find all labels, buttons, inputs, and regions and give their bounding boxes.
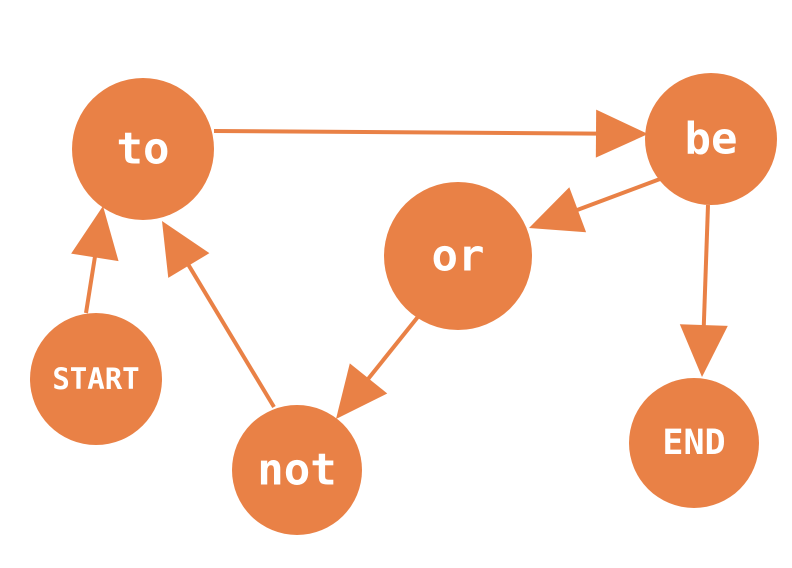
edge-line bbox=[701, 204, 710, 328]
node-label: be bbox=[685, 114, 738, 165]
node-label: or bbox=[432, 231, 485, 282]
node-label: START bbox=[52, 362, 139, 396]
node-circle bbox=[629, 378, 759, 508]
node-to: to bbox=[72, 78, 214, 220]
arrowhead bbox=[595, 109, 648, 158]
node-circle bbox=[232, 405, 362, 535]
node-not: not bbox=[232, 405, 362, 535]
arrowhead bbox=[336, 363, 388, 419]
arrowhead bbox=[162, 221, 210, 278]
node-circle bbox=[645, 73, 777, 205]
node-label: to bbox=[117, 124, 170, 175]
arrowhead bbox=[71, 206, 119, 262]
node-be: be bbox=[645, 73, 777, 205]
arrowhead bbox=[679, 324, 728, 377]
node-label: END bbox=[662, 423, 725, 463]
edge-line bbox=[84, 255, 98, 314]
edges-layer bbox=[71, 109, 728, 419]
edge-line bbox=[575, 177, 661, 213]
node-or: or bbox=[384, 182, 532, 330]
node-end: END bbox=[629, 378, 759, 508]
edge-line bbox=[186, 262, 276, 409]
edge-line bbox=[365, 311, 423, 382]
edge-be-to-end bbox=[679, 204, 728, 377]
edge-or-to-not bbox=[336, 311, 423, 419]
node-circle bbox=[72, 78, 214, 220]
edge-be-to-or bbox=[529, 177, 661, 233]
edge-line bbox=[213, 129, 599, 136]
node-circle bbox=[384, 182, 532, 330]
node-label: not bbox=[257, 445, 336, 496]
edge-start-to-to bbox=[71, 206, 119, 314]
arrowhead bbox=[529, 187, 587, 233]
node-circle bbox=[30, 313, 162, 445]
edge-not-to-to bbox=[162, 221, 276, 409]
edge-to-to-be bbox=[213, 109, 648, 158]
node-start: START bbox=[30, 313, 162, 445]
